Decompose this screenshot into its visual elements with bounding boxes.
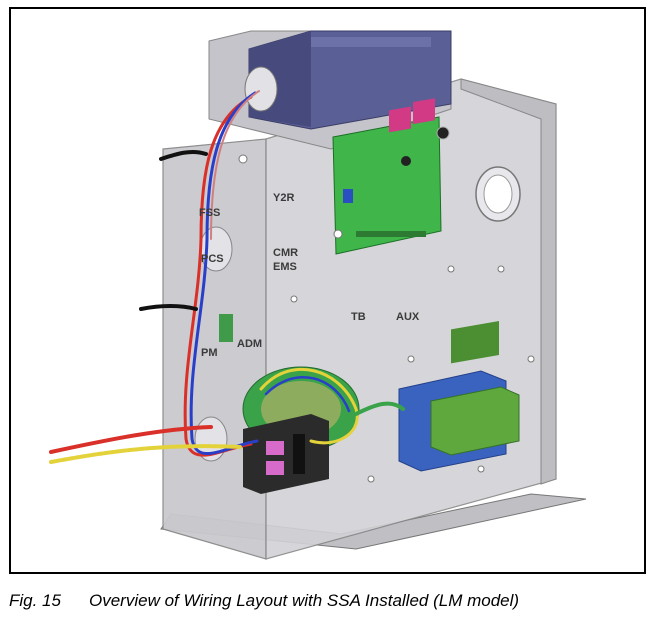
- label-y2r: Y2R: [273, 192, 294, 204]
- label-cmr: CMR: [273, 247, 298, 259]
- wiring-layout-illustration: Y2R FSS PCS CMR EMS TB AUX PM ADM: [49, 30, 587, 560]
- label-pcs: PCS: [201, 253, 224, 265]
- label-adm: ADM: [237, 338, 262, 350]
- right-knockout: [475, 166, 521, 222]
- label-aux: AUX: [396, 311, 420, 323]
- enclosure-right-flange: [460, 78, 557, 485]
- figure-frame: Y2R FSS PCS CMR EMS TB AUX PM ADM: [9, 7, 646, 574]
- figure-number: Fig. 15: [9, 591, 61, 610]
- ssa-relay-block: [243, 414, 329, 494]
- figure-caption: Fig. 15 Overview of Wiring Layout with SS…: [9, 591, 519, 611]
- top-knockout: [244, 66, 278, 112]
- label-fss: FSS: [199, 207, 220, 219]
- mounting-holes: [238, 154, 535, 483]
- label-ems: EMS: [273, 261, 297, 273]
- transformer: [398, 320, 520, 472]
- wiring-harness: [49, 90, 405, 464]
- label-pm: PM: [201, 347, 218, 359]
- label-tb: TB: [351, 311, 366, 323]
- draft-motor: [248, 30, 452, 130]
- grounding-bracket: [219, 314, 233, 342]
- control-circuit-board: [332, 98, 450, 255]
- figure-title: Overview of Wiring Layout with SSA Insta…: [89, 591, 520, 610]
